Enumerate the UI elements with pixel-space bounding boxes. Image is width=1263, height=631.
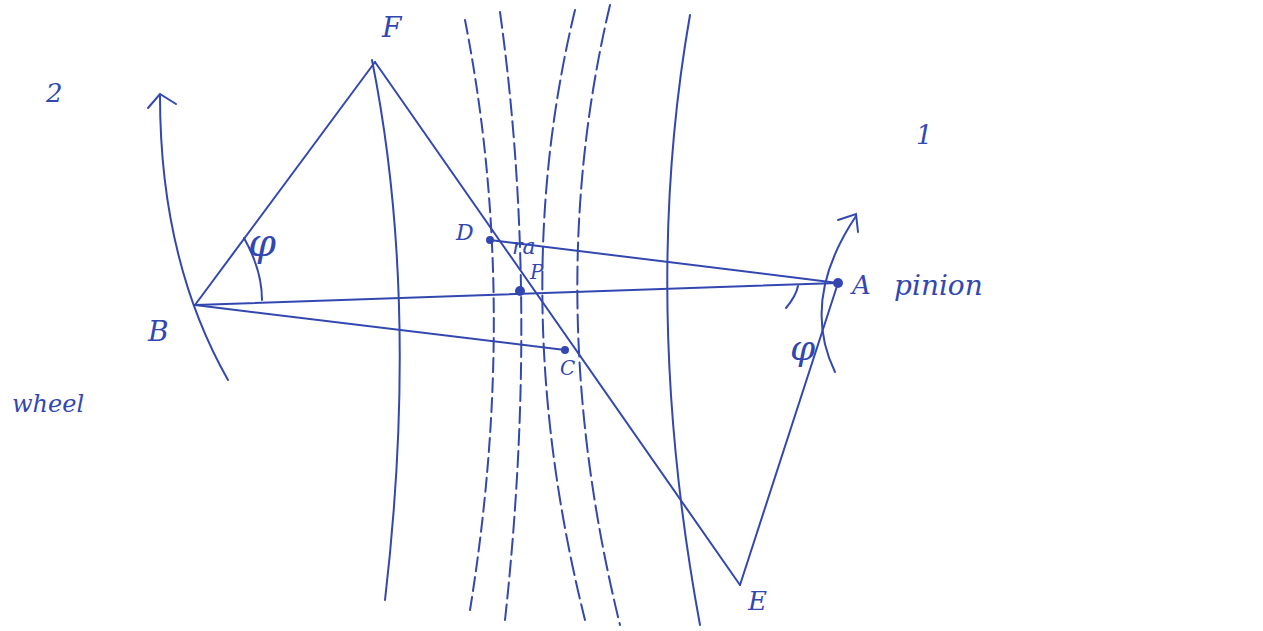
contact-point bbox=[486, 236, 494, 244]
arrow-head bbox=[148, 94, 176, 108]
gear-number: 2 bbox=[46, 80, 63, 106]
point-label: B bbox=[148, 318, 169, 346]
gear-number: 1 bbox=[916, 122, 933, 148]
point-label: P bbox=[530, 262, 543, 282]
contact-point bbox=[561, 346, 569, 354]
radius-label: ra bbox=[512, 236, 536, 258]
rotation-arrow bbox=[160, 96, 228, 380]
addendum-arc bbox=[667, 15, 700, 625]
angle-arc bbox=[786, 286, 798, 308]
gear-name: pinion bbox=[894, 272, 983, 300]
angle-symbol: φ bbox=[248, 222, 276, 262]
line-of-action bbox=[375, 62, 740, 585]
point-label: D bbox=[456, 222, 474, 244]
radius-line bbox=[195, 305, 565, 350]
pitch-arc bbox=[500, 12, 521, 620]
point-label: F bbox=[382, 14, 401, 42]
centre-point bbox=[833, 278, 843, 288]
pitch-arc bbox=[577, 5, 620, 625]
radius-line bbox=[740, 283, 838, 585]
line-of-centres bbox=[195, 283, 838, 305]
point-label: E bbox=[748, 588, 767, 614]
pitch-point bbox=[515, 286, 525, 296]
angle-symbol: φ bbox=[790, 330, 815, 366]
radius-line bbox=[195, 62, 375, 305]
arrow-head bbox=[838, 214, 858, 232]
gear-name: wheel bbox=[12, 392, 84, 416]
point-label: A bbox=[852, 272, 871, 298]
pitch-arc bbox=[465, 20, 494, 610]
addendum-arc bbox=[372, 60, 400, 600]
radius-line bbox=[490, 240, 838, 283]
point-label: C bbox=[560, 358, 575, 378]
rotation-arrow bbox=[822, 216, 856, 372]
